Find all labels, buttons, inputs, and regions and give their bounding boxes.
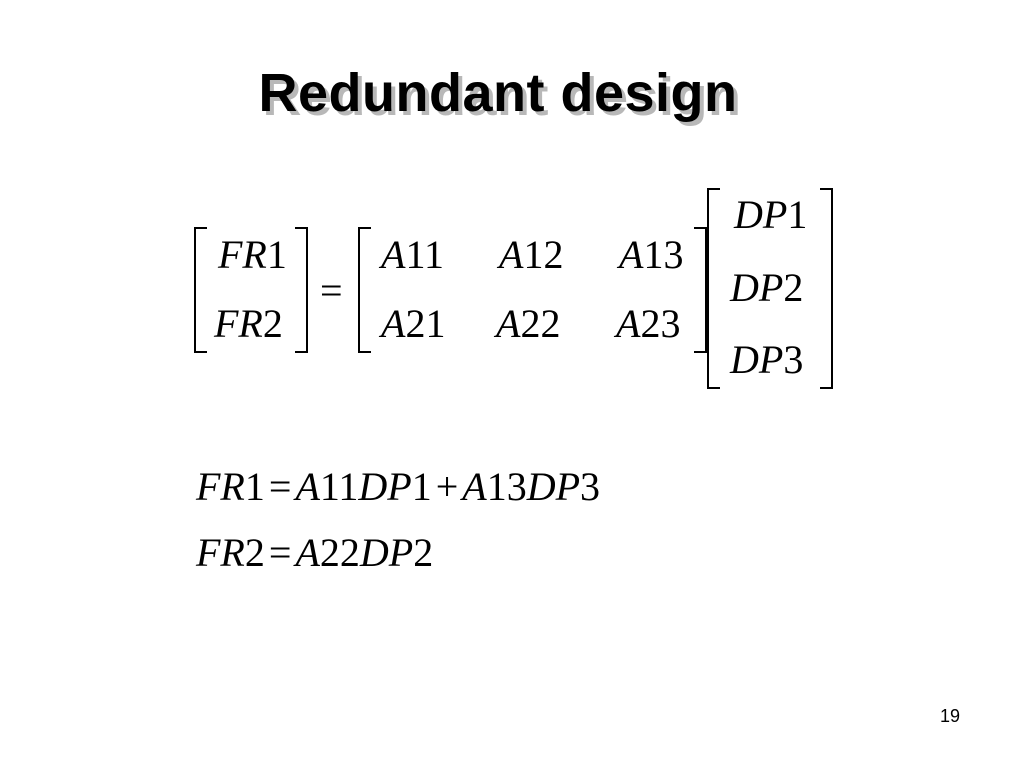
dp2-entry: DP2 — [729, 265, 803, 310]
fr1-entry: FR1 — [217, 232, 287, 277]
fr-left-bracket — [194, 227, 207, 353]
a-left-bracket — [358, 227, 371, 353]
matrix-brackets — [194, 188, 833, 389]
dp-right-bracket — [820, 188, 833, 389]
a22-entry: A22 — [493, 301, 560, 346]
slide-title: Redundant design — [258, 63, 738, 123]
page-number: 19 — [939, 706, 960, 726]
fr2-entry: FR2 — [213, 301, 283, 346]
a23-entry: A23 — [613, 301, 680, 346]
fr-right-bracket — [295, 227, 308, 353]
dp1-entry: DP1 — [733, 192, 807, 237]
dp3-entry: DP3 — [729, 337, 803, 382]
a13-entry: A13 — [616, 232, 683, 277]
expanded-equation-2: FR2=A22DP2 — [195, 530, 433, 575]
a21-entry: A21 — [378, 301, 445, 346]
a11-entry: A11 — [378, 232, 444, 277]
a-right-bracket — [694, 227, 707, 353]
expanded-equation-1: FR1=A11DP1+A13DP3 — [195, 464, 600, 509]
a12-entry: A12 — [496, 232, 563, 277]
matrix-equals-sign: = — [320, 268, 343, 313]
dp-left-bracket — [707, 188, 720, 389]
